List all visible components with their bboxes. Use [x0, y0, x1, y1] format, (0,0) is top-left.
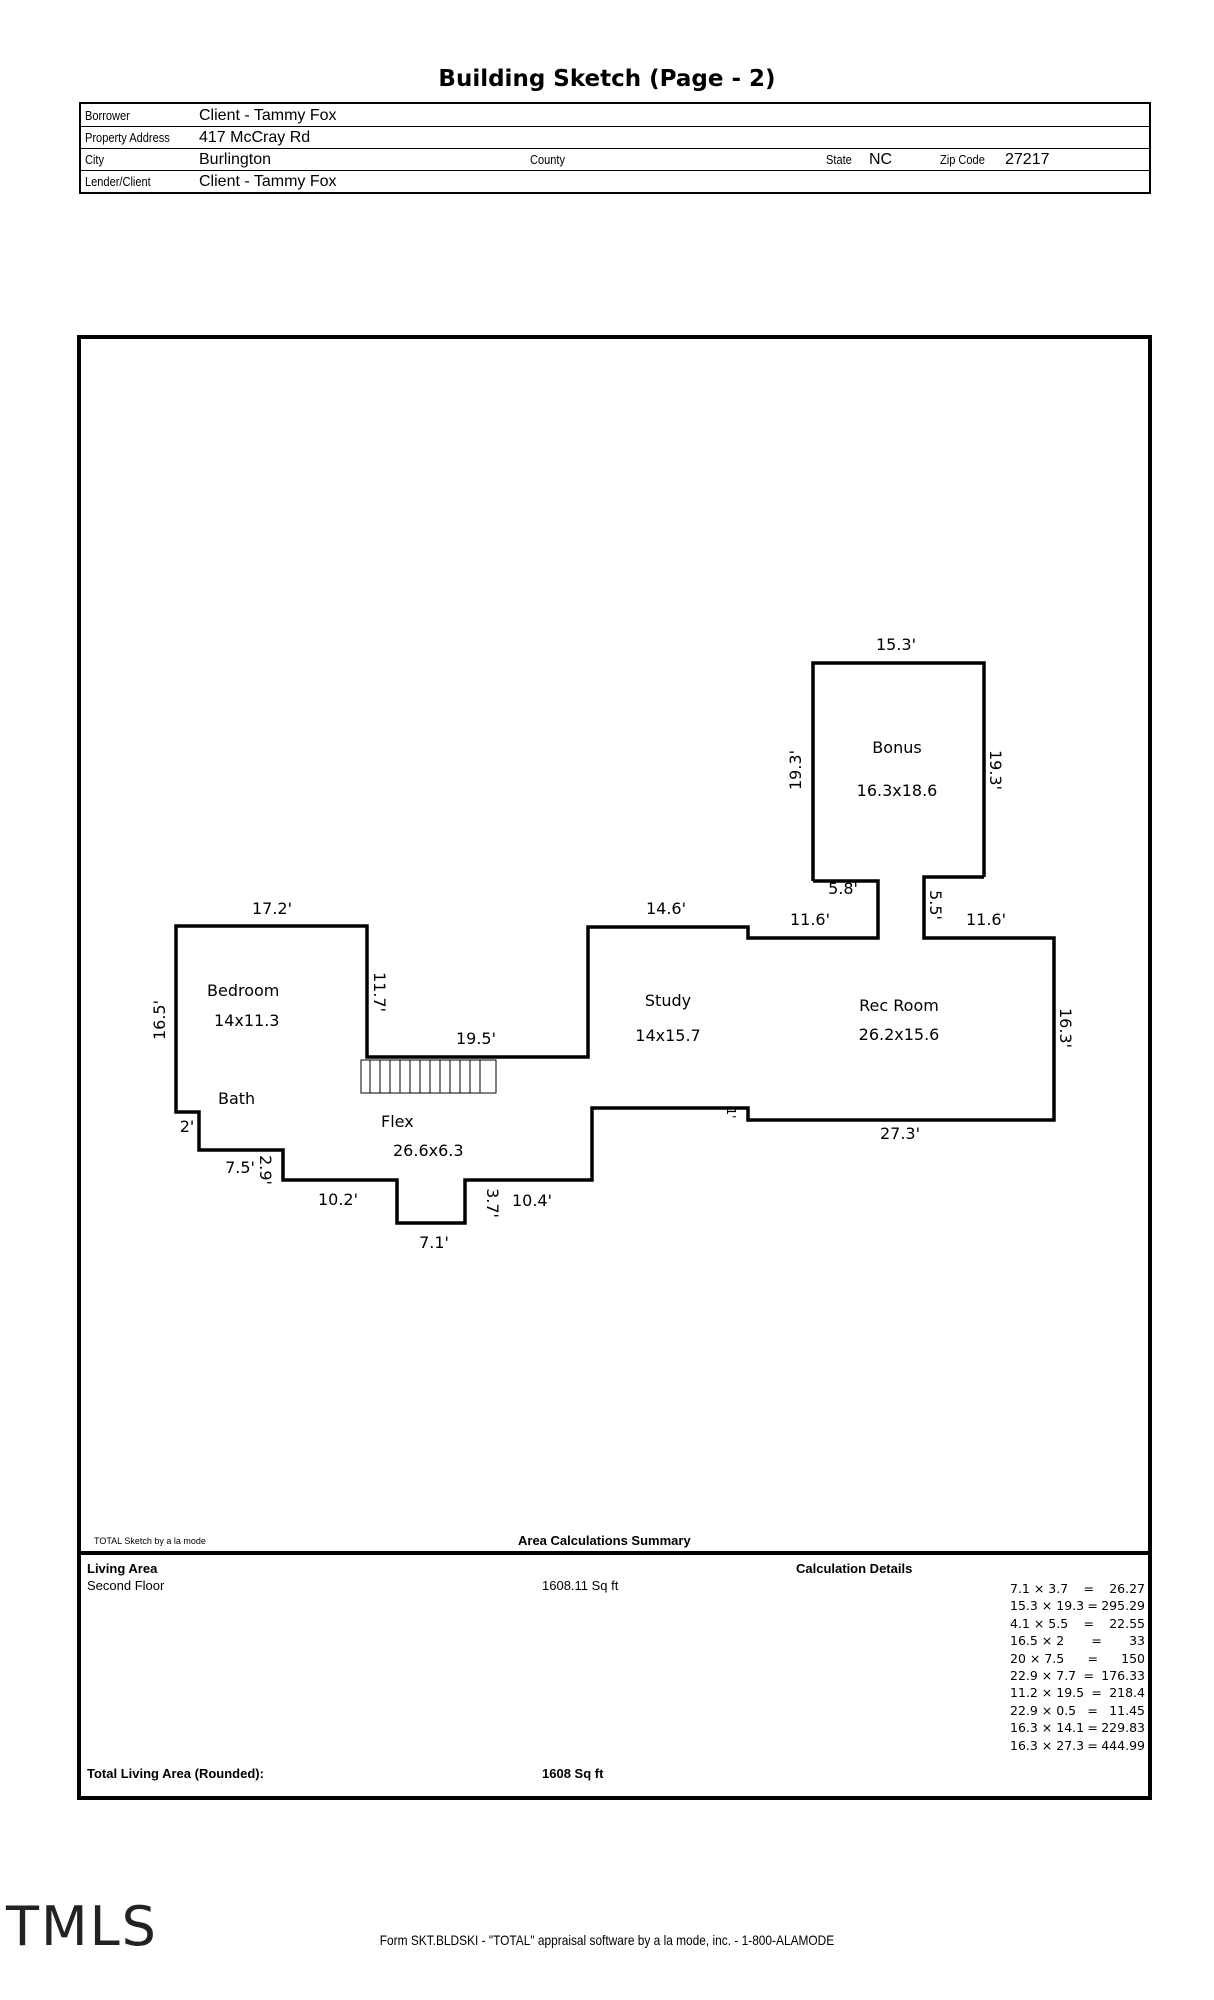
- dim-label: 7.1': [419, 1233, 449, 1252]
- calc-line: 7.1 × 3.7=26.27: [1010, 1581, 1145, 1596]
- lender-value: Client - Tammy Fox: [199, 173, 337, 190]
- bonus-wall: [811, 661, 986, 881]
- page-title: Building Sketch (Page - 2): [438, 66, 776, 92]
- state-label: State: [826, 152, 852, 167]
- calc-line: 16.3 × 27.3=444.99: [1010, 1737, 1145, 1753]
- dim-label: 11.6': [790, 910, 830, 929]
- lender-row: Lender/Client Client - Tammy Fox: [81, 170, 1149, 192]
- living-area-label: Living Area: [87, 1561, 158, 1576]
- floor-area: 1608.11 Sq ft: [542, 1578, 619, 1593]
- calc-line: 22.9 × 7.7=176.33: [1010, 1668, 1145, 1684]
- bonus-size: 16.3x18.6: [857, 781, 938, 800]
- calc-list: 7.1 × 3.7=26.27 15.3 × 19.3=295.29 4.1 ×…: [1010, 1580, 1145, 1754]
- dim-label: 10.4': [512, 1191, 552, 1210]
- dim-label: 27.3': [880, 1124, 920, 1143]
- dim-label: 3.7': [483, 1188, 502, 1218]
- city-label: City: [85, 152, 105, 167]
- city-value: Burlington: [199, 151, 272, 168]
- address-row: Property Address 417 McCray Rd: [81, 126, 1149, 149]
- dim-label: 19.3': [786, 750, 805, 790]
- zip-value: 27217: [1005, 151, 1050, 168]
- study-size: 14x15.7: [635, 1026, 700, 1045]
- room-labels: Bonus 16.3x18.6 Bedroom 14x11.3 Bath Fle…: [207, 738, 939, 1160]
- dim-label: 17.2': [252, 899, 292, 918]
- county-label: County: [530, 152, 566, 167]
- calc-line: 15.3 × 19.3=295.29: [1010, 1598, 1145, 1614]
- borrower-row: Borrower Client - Tammy Fox: [81, 104, 1149, 127]
- dim-label: 2': [180, 1117, 195, 1136]
- floor-label: Second Floor: [87, 1578, 165, 1593]
- rec-room-name: Rec Room: [859, 996, 939, 1015]
- form-footer: Form SKT.BLDSKI - "TOTAL" appraisal soft…: [379, 1932, 835, 1948]
- calc-line: 20 × 7.5=150: [1010, 1650, 1145, 1666]
- dim-label: 11.7': [370, 972, 389, 1012]
- dim-label: 16.3': [1056, 1008, 1075, 1048]
- property-info-table: Borrower Client - Tammy Fox Property Add…: [79, 102, 1151, 194]
- dim-label: 1': [724, 1108, 738, 1119]
- calc-line: 16.5 × 2=33: [1010, 1633, 1145, 1649]
- dim-label: 11.6': [966, 910, 1006, 929]
- dim-label: 2.9': [256, 1155, 275, 1185]
- dim-label: 19.3': [986, 750, 1005, 790]
- borrower-value: Client - Tammy Fox: [199, 107, 337, 124]
- bedroom-name: Bedroom: [207, 981, 279, 1000]
- zip-label: Zip Code: [940, 152, 985, 167]
- dim-label: 14.6': [646, 899, 686, 918]
- bedroom-size: 14x11.3: [214, 1011, 279, 1030]
- borrower-label: Borrower: [85, 108, 130, 123]
- dim-label: 15.3': [876, 635, 916, 654]
- main-outline: [174, 875, 1056, 1225]
- lender-label: Lender/Client: [85, 174, 151, 189]
- dim-label: 16.5': [150, 1000, 169, 1040]
- total-label: Total Living Area (Rounded):: [87, 1766, 264, 1781]
- rec-room-size: 26.2x15.6: [859, 1025, 940, 1044]
- dim-label: 19.5': [456, 1029, 496, 1048]
- floor-plan: Bonus 16.3x18.6 Bedroom 14x11.3 Bath Fle…: [150, 635, 1075, 1252]
- dim-label: 10.2': [318, 1190, 358, 1209]
- study-name: Study: [645, 991, 691, 1010]
- summary-divider: [81, 1551, 1148, 1555]
- flex-name: Flex: [381, 1112, 414, 1131]
- address-value: 417 McCray Rd: [199, 129, 311, 146]
- calc-line: 22.9 × 0.5=11.45: [1010, 1702, 1145, 1718]
- calc-line: 11.2 × 19.5=218.4: [1010, 1685, 1145, 1701]
- sketch-frame: [77, 335, 1152, 1800]
- dimension-labels: 15.3' 19.3' 19.3' 5.8' 5.5' 11.6' 11.6' …: [150, 635, 1075, 1252]
- bath-name: Bath: [218, 1089, 255, 1108]
- calc-details-label: Calculation Details: [796, 1561, 913, 1576]
- watermark-logo: TMLS: [6, 1895, 158, 1958]
- dim-label: 5.8': [828, 879, 858, 898]
- stairs: [360, 1059, 497, 1094]
- calc-line: 16.3 × 14.1=229.83: [1010, 1720, 1145, 1736]
- total-value: 1608 Sq ft: [542, 1766, 604, 1781]
- dim-label: 7.5': [225, 1158, 255, 1177]
- address-label: Property Address: [85, 130, 170, 145]
- flex-size: 26.6x6.3: [393, 1141, 464, 1160]
- dim-label: 5.5': [926, 890, 945, 920]
- summary-heading: Area Calculations Summary: [518, 1533, 691, 1548]
- calc-line: 4.1 × 5.5=22.55: [1010, 1615, 1145, 1631]
- city-row: City Burlington County State NC Zip Code…: [81, 148, 1149, 171]
- bonus-name: Bonus: [872, 738, 921, 757]
- state-value: NC: [869, 151, 893, 168]
- sketch-credit: TOTAL Sketch by a la mode: [94, 1536, 206, 1546]
